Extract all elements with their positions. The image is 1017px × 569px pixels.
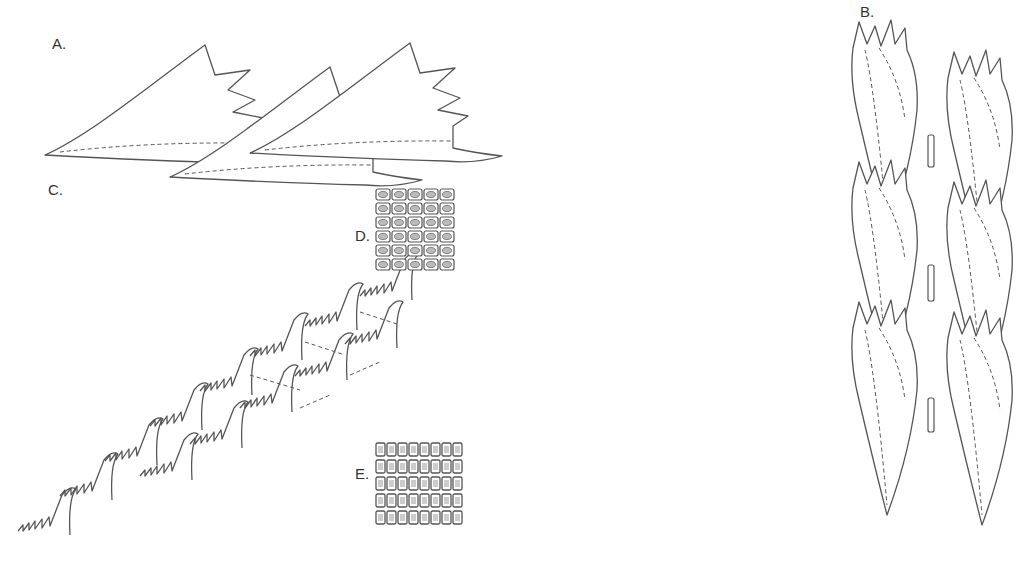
panel-letter: B.	[860, 4, 874, 19]
tooth-row-a	[45, 43, 502, 186]
tooth-columns-b	[852, 20, 1012, 525]
panel-letter: E.	[355, 466, 369, 481]
cell-grid-e	[375, 442, 463, 527]
panel-letter: D.	[355, 228, 370, 243]
panel-letter: C.	[48, 182, 63, 197]
serrated-rows-c	[18, 253, 418, 535]
cell-grid-d	[375, 188, 455, 272]
panel-letter: A.	[52, 36, 66, 51]
